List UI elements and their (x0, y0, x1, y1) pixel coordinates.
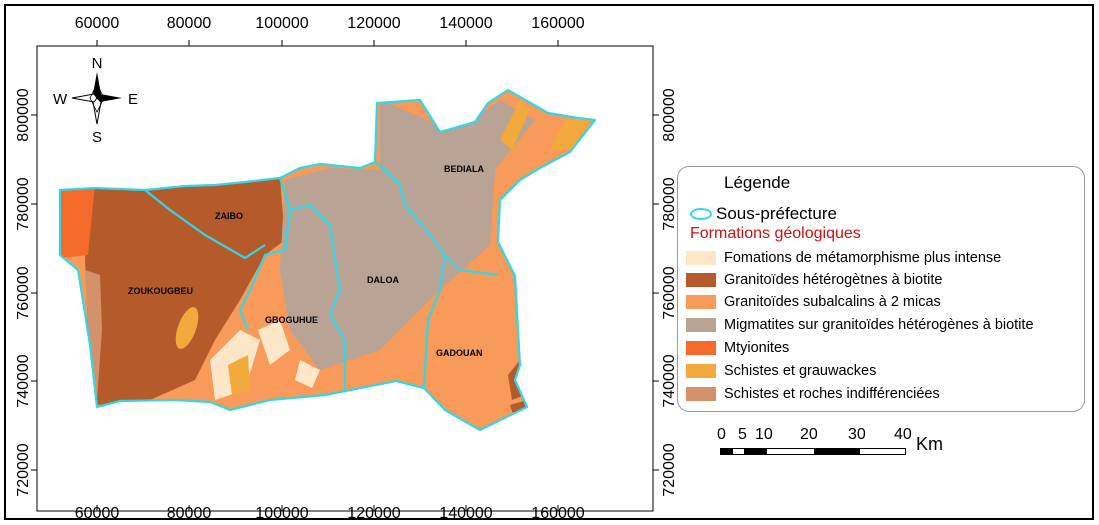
y-tick-right-0: 800000 (661, 88, 678, 141)
compass-w: W (53, 91, 68, 108)
y-tick-left-1: 780000 (15, 177, 32, 230)
legend-swatch (686, 295, 716, 309)
legend-title: Légende (724, 173, 791, 192)
unit-mylonites (60, 185, 95, 258)
unit-metamorphisme-3 (295, 360, 320, 388)
subprefecture-symbol-icon (690, 208, 712, 220)
unit-schistes-roches-west (85, 270, 102, 400)
unit-metamorphisme-2 (258, 320, 290, 365)
legend-swatch (686, 387, 716, 401)
legend-item: Schistes et grauwackes (686, 362, 876, 380)
y-tick-left-2: 760000 (15, 266, 32, 319)
x-tick-top-1: 80000 (167, 15, 212, 32)
legend-item-label: Granitoïdes hétérogètnes à biotite (724, 272, 943, 288)
legend-item-label: Fomations de métamorphisme plus intense (724, 250, 1002, 266)
legend-formations-title: Formations géologiques (690, 225, 861, 242)
legend-swatch (686, 341, 716, 355)
x-tick-bottom-3: 120000 (347, 505, 400, 522)
legend-item: Granitoïdes subalcalins à 2 micas (686, 293, 941, 311)
map-neatline (36, 45, 654, 512)
compass-e: E (128, 91, 138, 108)
compass-n: N (92, 55, 103, 72)
subprefecture-boundaries (58, 88, 597, 432)
scale-unit: Km (916, 434, 943, 454)
legend-item-label: Schistes et grauwackes (724, 363, 877, 379)
x-tick-top-0: 60000 (75, 15, 120, 32)
legend-swatch (686, 273, 716, 287)
scale-label: 5 (738, 426, 747, 443)
x-tick-bottom-4: 140000 (439, 505, 492, 522)
unit-schistes-grauwackes-4 (550, 118, 590, 150)
place-gboguhue: GBOGUHUE (265, 315, 318, 325)
legend-item: Fomations de métamorphisme plus intense (686, 249, 1001, 267)
y-tick-left-3: 740000 (15, 354, 32, 407)
unit-schistes-grauwackes-2 (228, 355, 250, 395)
y-tick-right-1: 780000 (661, 177, 678, 230)
legend-swatch (686, 364, 716, 378)
place-gadouan: GADOUAN (436, 348, 483, 358)
axis-tick-marks (31, 40, 659, 511)
x-tick-top-5: 160000 (531, 15, 584, 32)
scale-label: 30 (848, 426, 866, 443)
y-tick-right-2: 760000 (661, 266, 678, 319)
scale-label: 20 (800, 426, 818, 443)
compass-rose-icon (71, 72, 122, 125)
legend-item: Granitoïdes hétérogètnes à biotite (686, 271, 942, 289)
legend-subprefecture-label: Sous-préfecture (716, 204, 837, 223)
scale-label: 10 (755, 426, 773, 443)
legend-item: Migmatites sur granitoïdes hétérogènes à… (686, 316, 1034, 334)
legend-item-label: Migmatites sur granitoïdes hétérogènes à… (724, 317, 1034, 333)
scale-label: 0 (717, 426, 726, 443)
compass-s: S (92, 129, 102, 146)
place-bediala: BEDIALA (444, 164, 484, 174)
x-tick-bottom-1: 80000 (167, 505, 212, 522)
legend-item: Mtyionites (686, 339, 789, 357)
x-tick-bottom-0: 60000 (75, 505, 120, 522)
x-tick-top-2: 100000 (255, 15, 308, 32)
unit-schistes-grauwackes-1 (175, 307, 199, 349)
legend-panel: Légende Sous-préfecture Formations géolo… (677, 166, 1085, 412)
unit-migmatites (280, 100, 535, 370)
place-zoukougbeu: ZOUKOUGBEU (128, 286, 193, 296)
x-tick-bottom-2: 100000 (255, 505, 308, 522)
legend-item-label: Schistes et roches indifférenciées (724, 386, 940, 402)
y-tick-right-4: 720000 (661, 443, 678, 496)
unit-schistes-grauwackes-3 (500, 100, 530, 150)
x-tick-top-4: 140000 (439, 15, 492, 32)
x-tick-bottom-5: 160000 (531, 505, 584, 522)
scale-label: 40 (894, 426, 912, 443)
place-daloa: DALOA (367, 275, 399, 285)
legend-item-label: Mtyionites (724, 340, 790, 356)
y-tick-right-3: 740000 (661, 354, 678, 407)
legend-item-label: Granitoïdes subalcalins à 2 micas (724, 294, 941, 310)
geology-fill (60, 90, 595, 430)
y-tick-left-0: 800000 (15, 88, 32, 141)
x-tick-top-3: 120000 (347, 15, 400, 32)
scale-bar: 0 5 10 20 30 40 Km (717, 426, 948, 466)
legend-swatch (686, 318, 716, 332)
unit-granitoides-heterogenes-west (85, 178, 285, 405)
map-frame (4, 4, 1094, 520)
y-tick-left-4: 720000 (15, 443, 32, 496)
place-zaibo: ZAIBO (215, 211, 243, 221)
legend-swatch (686, 251, 716, 265)
scale-bar-segments (720, 448, 906, 455)
legend-item: Schistes et roches indifférenciées (686, 385, 940, 403)
